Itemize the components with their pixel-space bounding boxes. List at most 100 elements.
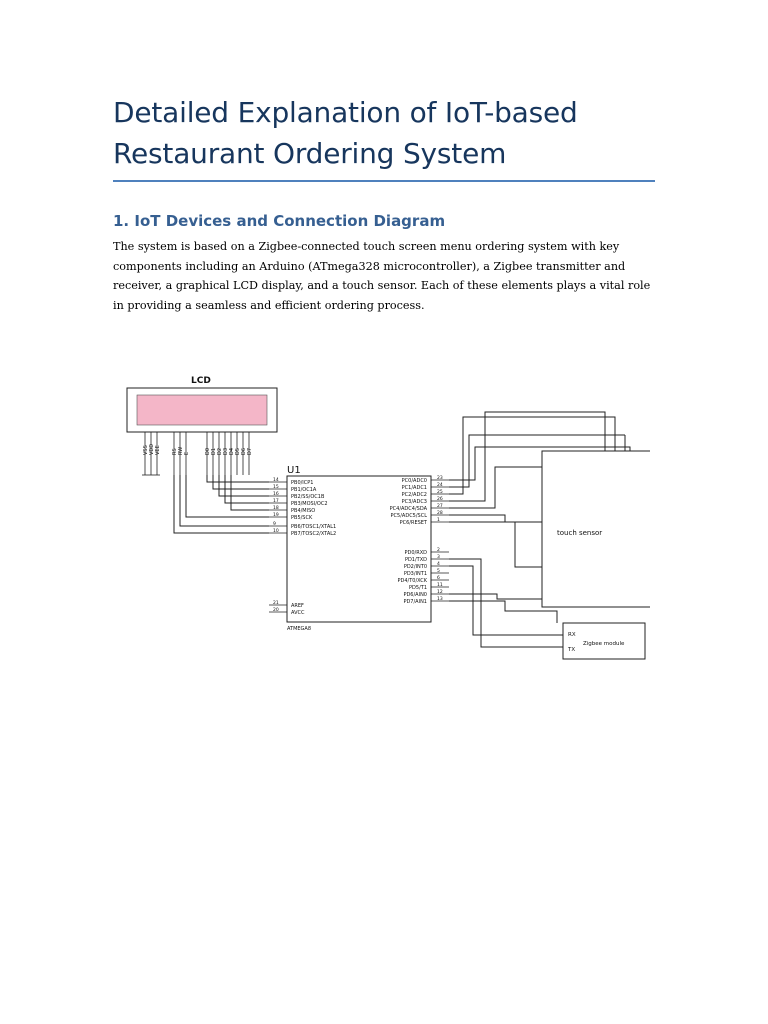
lcd-pin-label: D6 (241, 448, 247, 455)
mcu-pin-number: 13 (437, 596, 443, 602)
wire (449, 514, 542, 523)
wire (179, 475, 269, 527)
mcu-pin-number: 16 (273, 491, 279, 497)
mcu-pin-name: PD7/AIN1 (403, 599, 427, 605)
mcu-pin-name: PC6/RESET (400, 520, 428, 526)
mcu-pin-number: 4 (437, 561, 440, 567)
mcu-pin-number: 10 (273, 528, 279, 534)
mcu-pin-name: PB3/MOSI/OC2 (291, 501, 328, 507)
body-paragraph: The system is based on a Zigbee-connecte… (113, 240, 651, 312)
lcd-label: LCD (191, 376, 211, 386)
mcu-pin-number: 19 (273, 512, 279, 518)
wire (449, 600, 558, 623)
mcu-pin-name: PB1/OC1A (291, 487, 317, 493)
mcu-pin-name: PD3/INT1 (404, 571, 427, 577)
chip-ref: U1 (287, 465, 301, 476)
wire (212, 475, 269, 490)
mcu-pin-number: 18 (273, 505, 279, 511)
mcu-pin-name: PB7/TOSC2/XTAL2 (291, 531, 336, 537)
lcd-pin-label: RS (172, 448, 178, 455)
mcu-pin-number: 12 (437, 589, 443, 595)
wire (449, 434, 625, 488)
wire (206, 475, 269, 483)
title-underline (113, 180, 655, 182)
mcu-pin-number: 23 (437, 475, 443, 481)
lcd-pin-label: D5 (235, 448, 241, 455)
touch-sensor-box (541, 450, 650, 608)
touch-sensor-label: touch sensor (557, 529, 602, 537)
wire (449, 558, 563, 648)
mcu-pin-name: PD1/TXD (405, 557, 427, 563)
wires (173, 411, 631, 648)
lcd-pin-label: D4 (229, 448, 235, 455)
mcu-pin-name: PB2/SS/OC1B (291, 494, 325, 500)
wire (218, 475, 269, 497)
mcu-pin-name: PC5/ADC5/SCL (391, 513, 428, 519)
mcu-pin-number: 20 (273, 607, 279, 613)
wire (449, 416, 616, 495)
wire (449, 593, 542, 600)
wire (230, 475, 269, 511)
mcu-pin-number: 28 (437, 510, 443, 516)
mcu-pin-name: PB4/MISO (291, 508, 315, 514)
wire (224, 475, 269, 504)
mcu-pin-number: 27 (437, 503, 443, 509)
tx-pin-label: TX (567, 647, 575, 653)
mcu-pin-name: AREF (291, 603, 304, 609)
mcu-pin-number: 6 (437, 575, 440, 581)
wire (185, 475, 269, 518)
wire (449, 411, 606, 502)
lcd-pin-label: D1 (211, 448, 217, 455)
document-title: Detailed Explanation of IoT-based Restau… (113, 96, 578, 170)
mcu-pin-name: PC2/ADC2 (402, 492, 427, 498)
lcd-pin-label: D3 (223, 448, 229, 455)
lcd-screen (136, 394, 268, 426)
mcu-pin-number: 25 (437, 489, 443, 495)
lcd-pin-label: D0 (205, 448, 211, 455)
mcu-pin-name: PD5/T1 (409, 585, 427, 591)
lcd-pin-label: VSS (143, 445, 149, 455)
mcu-pin-name: PC0/ADC0 (402, 478, 427, 484)
wire (449, 446, 631, 481)
lcd-pin-label: VEE (155, 445, 161, 455)
mcu-pin-number: 2 (437, 547, 440, 553)
lcd-pin-label: RW (178, 447, 184, 455)
mcu-pin-name: PB6/TOSC1/XTAL1 (291, 524, 336, 530)
mcu-pin-number: 14 (273, 477, 279, 483)
mcu-pin-name: PD6/AIN0 (403, 592, 427, 598)
lcd-pin-label: E (184, 452, 190, 455)
lcd-pin-label: VDD (149, 444, 155, 455)
mcu-pin-number: 17 (273, 498, 279, 504)
wire (449, 466, 542, 509)
mcu-pin-name: PD2/INT0 (404, 564, 427, 570)
microcontroller-body (286, 475, 432, 623)
mcu-pin-name: PC3/ADC3 (402, 499, 427, 505)
wire (449, 521, 542, 568)
section-heading: 1. IoT Devices and Connection Diagram (113, 212, 446, 230)
mcu-pin-number: 5 (437, 568, 440, 574)
chip-name: ATMEGA8 (287, 626, 311, 632)
mcu-pin-number: 21 (273, 600, 279, 606)
mcu-pin-number: 15 (273, 484, 279, 490)
mcu-pin-number: 26 (437, 496, 443, 502)
rx-pin-label: RX (568, 632, 576, 638)
mcu-pin-name: PC1/ADC1 (402, 485, 427, 491)
mcu-pin-number: 1 (437, 517, 440, 523)
mcu-pin-number: 9 (273, 521, 276, 527)
mcu-pin-number: 11 (437, 582, 443, 588)
mcu-pin-name: PB0/ICP1 (291, 480, 313, 486)
mcu-pin-name: PD4/T0/XCK (398, 578, 428, 584)
mcu-pin-number: 3 (437, 554, 440, 560)
mcu-pin-number: 24 (437, 482, 443, 488)
mcu-pin-name: PD0/RXD (405, 550, 428, 556)
lcd-pin-label: D2 (217, 448, 223, 455)
mcu-pin-name: PC4/ADC4/SDA (390, 506, 428, 512)
mcu-pin-name: AVCC (291, 610, 305, 616)
zigbee-module-box (562, 622, 646, 660)
wire (173, 475, 269, 534)
